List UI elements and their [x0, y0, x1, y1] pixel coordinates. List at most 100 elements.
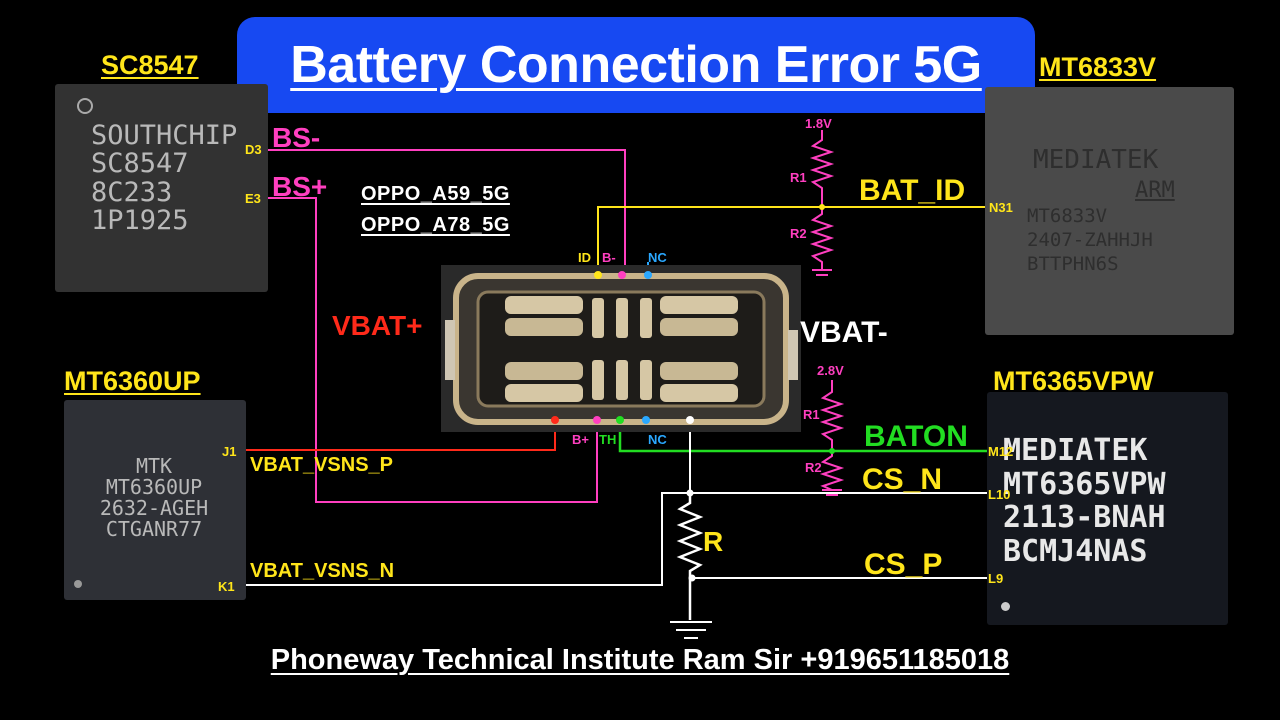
marking-line: MEDIATEK — [1033, 145, 1159, 175]
pad-dot — [551, 416, 559, 424]
contact-vbat-minus-top — [660, 296, 738, 314]
contact-id — [592, 298, 604, 338]
pin-label: L10 — [988, 487, 1011, 502]
connector-pin-label: NC — [648, 250, 667, 265]
contact-nc-top — [640, 298, 652, 338]
contact-vbat-plus-bot2 — [505, 384, 583, 402]
marking-line: 2632-AGEH — [99, 496, 209, 520]
baton-divider-resistors — [819, 380, 845, 491]
marking-line: 1P1925 — [91, 205, 189, 237]
wire-vbat-vsns-n — [246, 492, 690, 586]
pad-dot — [686, 416, 694, 424]
pin-label: N31 — [989, 200, 1013, 215]
sense-resistor — [676, 493, 704, 620]
resistor-label: R2 — [790, 226, 807, 241]
contact-b-plus — [592, 360, 604, 400]
pad-dot — [618, 271, 626, 279]
pin-label: E3 — [245, 191, 261, 206]
signal-vbat-minus: VBAT- — [800, 316, 888, 349]
chip-mt6833v: MEDIATEK ARM MT6833V 2407-ZAHHJH BTTPHN6… — [985, 87, 1234, 335]
signal-bat-id: BAT_ID — [859, 174, 966, 207]
resistor-label: R2 — [805, 460, 822, 475]
connector-pin-label: B- — [602, 250, 616, 265]
pad-dot — [594, 271, 602, 279]
contact-vbat-minus-bot2 — [660, 384, 738, 402]
marking-line: MEDIATEK — [1003, 433, 1148, 468]
signal-bs-minus: BS- — [272, 122, 321, 153]
junction-dot — [688, 574, 696, 582]
voltage-label: 2.8V — [817, 363, 844, 378]
battery-connector — [441, 265, 801, 432]
chip-label-mt6365vpw: MT6365VPW — [993, 366, 1154, 396]
signal-vbat-vsns-p: VBAT_VSNS_P — [250, 454, 394, 476]
connector-pin-label: B+ — [572, 432, 589, 447]
contact-th — [616, 360, 628, 400]
marking-line: SC8547 — [91, 148, 189, 180]
marking-line: 2407-ZAHHJH — [1027, 229, 1153, 251]
model-name: OPPO_A78_5G — [361, 214, 510, 236]
wire-bs-minus — [268, 149, 626, 270]
resistor-label-sense: R — [703, 526, 724, 557]
resistor-label: R1 — [803, 407, 820, 422]
bat-id-divider-resistors — [809, 130, 835, 270]
signal-bs-plus: BS+ — [272, 171, 328, 202]
contact-b-minus — [616, 298, 628, 338]
pin-label: D3 — [245, 142, 262, 157]
wire-bat-id — [597, 206, 985, 270]
signal-cs-n: CS_N — [862, 463, 943, 496]
marking-line: MT6360UP — [105, 475, 203, 499]
footer: Phoneway Technical Institute Ram Sir +91… — [0, 644, 1280, 677]
junction-dot — [819, 204, 825, 210]
resistor-label: R1 — [790, 170, 807, 185]
marking-line: ARM — [1135, 178, 1175, 203]
marking-line: MT6365VPW — [1003, 466, 1166, 502]
marking-line: BTTPHN6S — [1027, 253, 1119, 275]
pad-dot — [593, 416, 601, 424]
marking-line: MT6833V — [1027, 205, 1108, 227]
wire-bs-plus — [268, 197, 598, 503]
chip-label-mt6360up: MT6360UP — [64, 366, 201, 396]
connector-tab-right — [788, 330, 798, 380]
marking-line: CTGANR77 — [105, 517, 203, 541]
chip-label-mt6833v: MT6833V — [1039, 52, 1157, 82]
marking-line: 2113-BNAH — [1003, 500, 1166, 536]
footer-text: Phoneway Technical Institute Ram Sir +91… — [270, 644, 1010, 676]
pin1-dot-icon — [1001, 602, 1010, 611]
pad-dot — [642, 416, 650, 424]
title-container: Battery Connection Error 5G — [237, 17, 1035, 113]
contact-vbat-plus-top — [505, 296, 583, 314]
title-banner — [237, 17, 1035, 113]
signal-cs-p: CS_P — [864, 548, 943, 581]
signal-baton: BATON — [864, 420, 968, 453]
connector-pin-label: NC — [648, 432, 667, 447]
marking-line: 8C233 — [91, 176, 173, 208]
junction-dot — [686, 489, 694, 497]
contact-vbat-minus-top2 — [660, 318, 738, 336]
contact-nc-bottom — [640, 360, 652, 400]
pin1-dot-icon — [74, 580, 82, 588]
marking-line: SOUTHCHIP — [91, 120, 238, 151]
contact-vbat-plus-top2 — [505, 318, 583, 336]
signal-vbat-plus: VBAT+ — [332, 310, 423, 341]
junction-dot — [829, 448, 835, 454]
page-title: Battery Connection Error 5G — [290, 36, 982, 94]
contact-vbat-minus-bot — [660, 362, 738, 380]
pin-label: L9 — [988, 571, 1004, 586]
connector-pin-label: ID — [578, 250, 591, 265]
pad-dot — [616, 416, 624, 424]
marking-line: MTK — [135, 454, 173, 478]
signal-vbat-vsns-n: VBAT_VSNS_N — [250, 560, 395, 582]
connector-pin-label: TH — [599, 432, 617, 447]
model-name: OPPO_A59_5G — [361, 183, 510, 205]
voltage-label: 1.8V — [805, 116, 832, 131]
chip-label-sc8547: SC8547 — [101, 50, 199, 80]
marking-line: BCMJ4NAS — [1003, 533, 1148, 569]
contact-vbat-plus-bot — [505, 362, 583, 380]
